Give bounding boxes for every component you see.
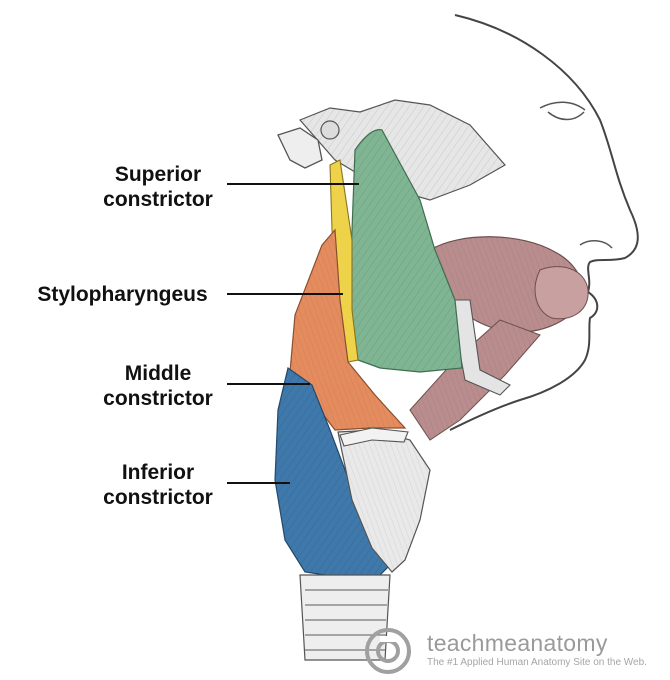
ear-region bbox=[277, 127, 323, 169]
lip-muscle bbox=[534, 266, 589, 320]
label-line: Inferior bbox=[121, 461, 195, 484]
teachmeanatomy-logo-icon bbox=[365, 628, 411, 674]
label-line: constrictor bbox=[103, 387, 213, 410]
hyoid-bone bbox=[339, 427, 409, 447]
label-line: Stylopharyngeus bbox=[37, 283, 208, 306]
label-middle-constrictor: Middle constrictor bbox=[88, 361, 228, 411]
label-stylopharyngeus: Stylopharyngeus bbox=[20, 282, 225, 307]
trachea bbox=[299, 574, 391, 661]
label-inferior-constrictor: Inferior constrictor bbox=[88, 460, 228, 510]
label-line: Superior bbox=[114, 163, 202, 186]
watermark-tagline: The #1 Applied Human Anatomy Site on the… bbox=[427, 657, 647, 668]
label-superior-constrictor: Superior constrictor bbox=[88, 162, 228, 212]
eye-outline bbox=[539, 101, 586, 121]
mandible-region bbox=[449, 299, 511, 396]
watermark-name: teachmeanatomy bbox=[427, 630, 608, 656]
label-line: constrictor bbox=[103, 188, 213, 211]
label-line: constrictor bbox=[103, 486, 213, 509]
face-outline bbox=[449, 14, 639, 431]
nose-outline bbox=[579, 240, 613, 249]
label-line: Middle bbox=[124, 362, 192, 385]
